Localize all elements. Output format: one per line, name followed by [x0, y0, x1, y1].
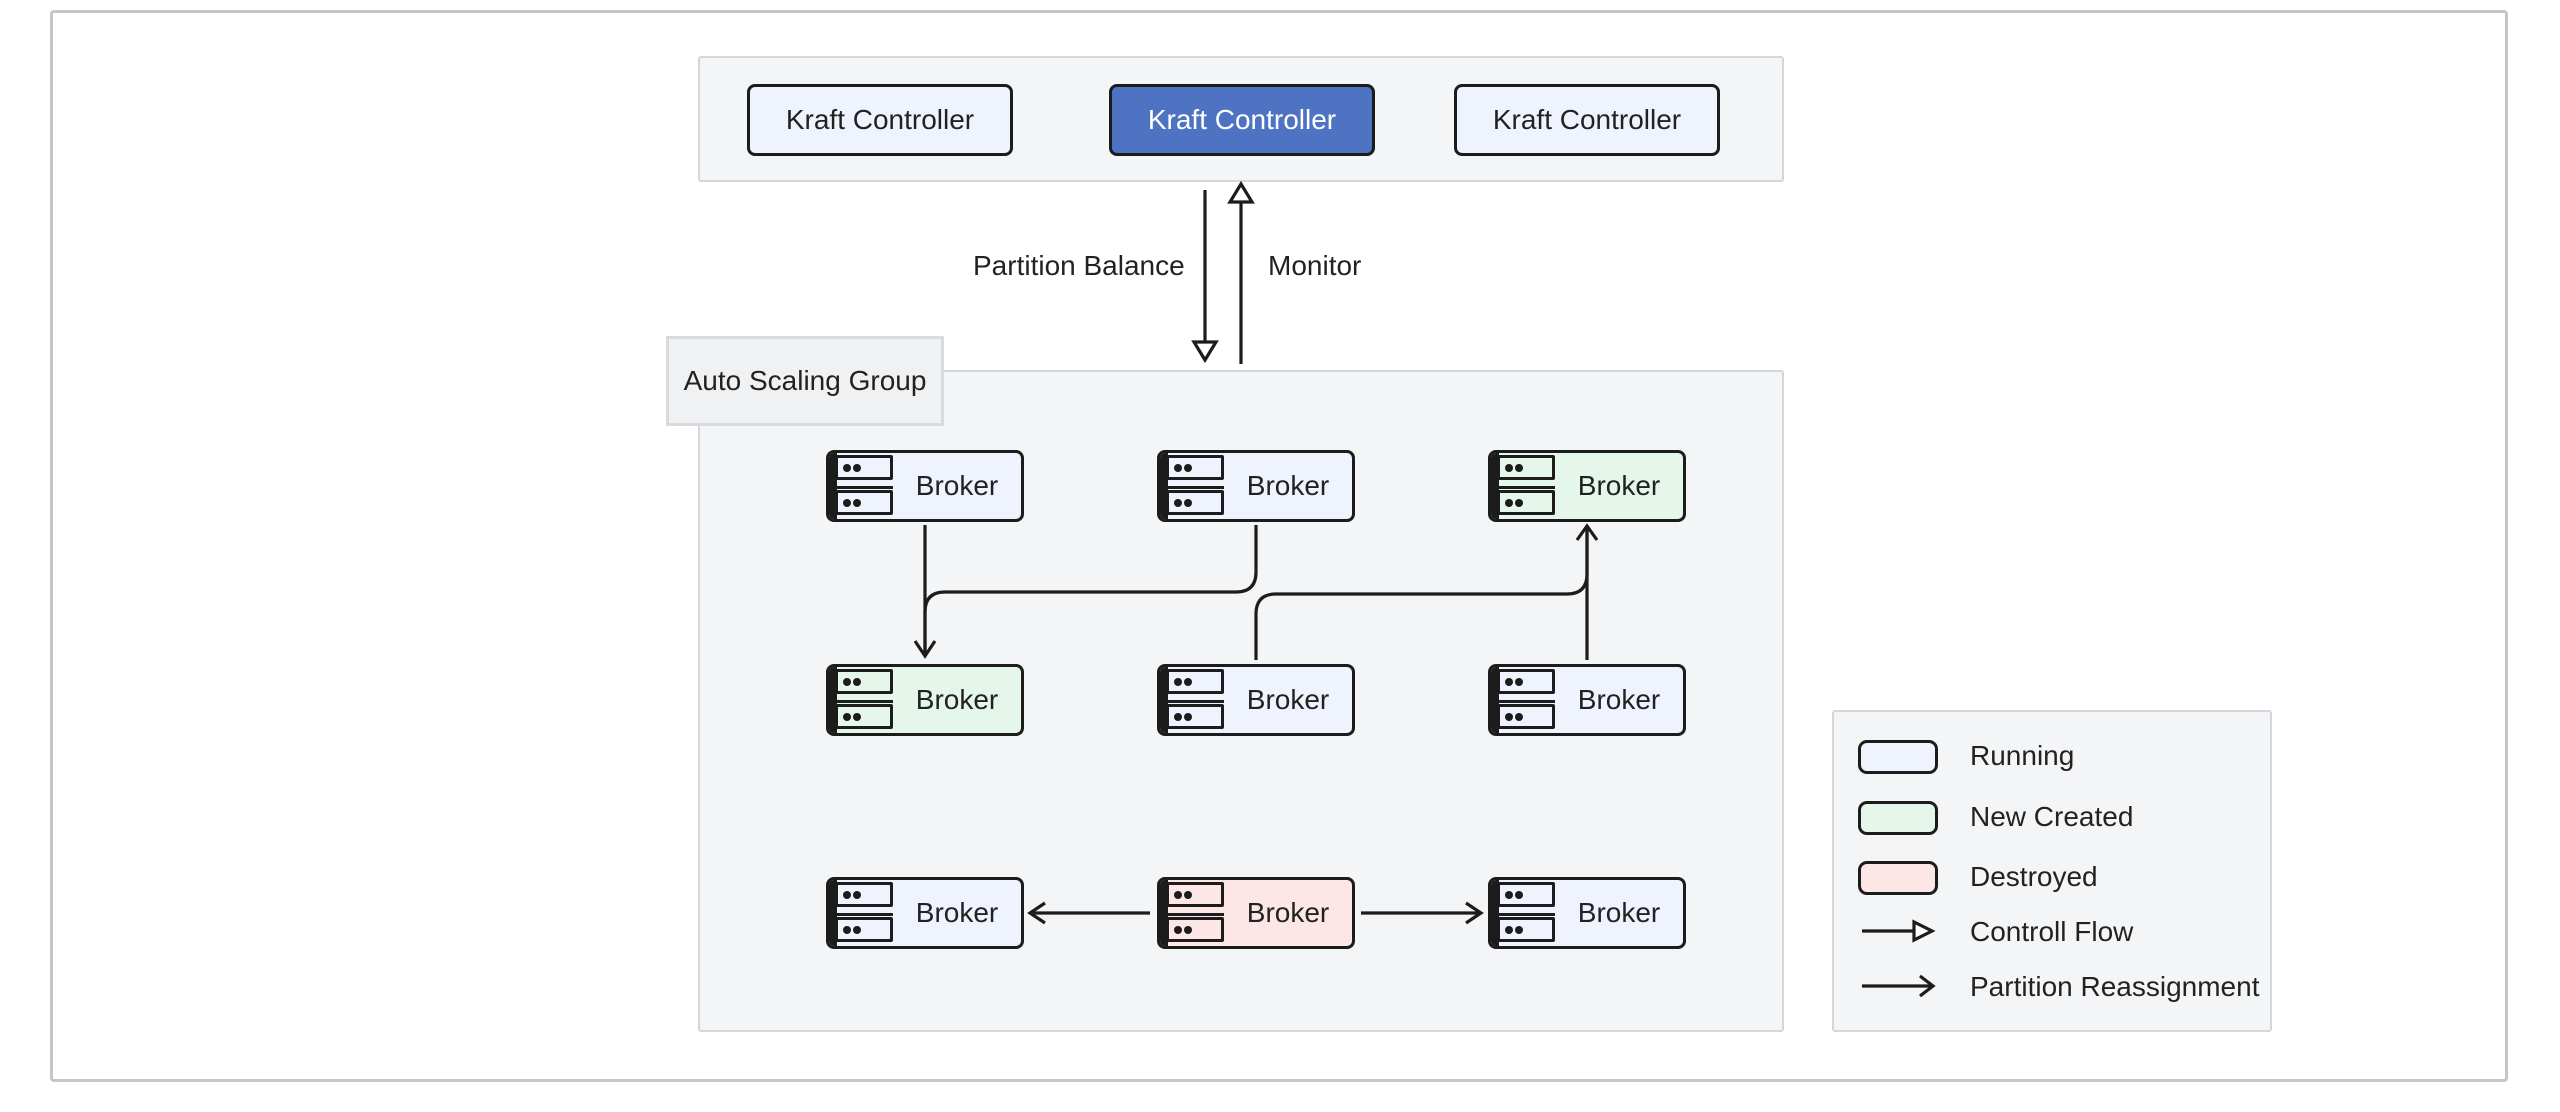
legend: Running New Created Destroyed Controll F…: [1832, 710, 2272, 1032]
legend-new-label: New Created: [1970, 801, 2134, 832]
legend-running-swatch: [1858, 740, 1938, 774]
reassign-new-top-arrowhead: [1575, 523, 1599, 541]
legend-reassignment-label: Partition Reassignment: [1970, 971, 2260, 1002]
broker-running-1: Broker: [826, 450, 1024, 522]
reassign-b5-to-new: [1254, 528, 1589, 660]
legend-reassignment-icon: [1862, 974, 1936, 998]
broker-label: Broker: [1246, 897, 1330, 928]
broker-new-2: Broker: [826, 664, 1024, 736]
broker-label: Broker: [915, 684, 999, 715]
broker-label: Broker: [915, 897, 999, 928]
broker-label: Broker: [1577, 897, 1661, 928]
legend-control-flow-label: Controll Flow: [1970, 916, 2134, 947]
kraft-controller-1: Kraft Controller: [747, 84, 1013, 156]
broker-running-5: Broker: [826, 877, 1024, 949]
broker-new-1: Broker: [1488, 450, 1686, 522]
legend-running-label: Running: [1970, 740, 2075, 771]
broker-running-4: Broker: [1488, 664, 1686, 736]
reassign-left-arrowhead: [1027, 901, 1046, 925]
broker-label: Broker: [1246, 684, 1330, 715]
partition-balance-arrowhead: [1191, 340, 1219, 364]
auto-scaling-group-title: Auto Scaling Group: [666, 336, 944, 426]
legend-control-flow-icon: [1862, 919, 1936, 943]
legend-destroyed-label: Destroyed: [1970, 861, 2098, 892]
reassign-right-arrowhead: [1465, 901, 1484, 925]
monitor-arrowhead: [1227, 180, 1255, 204]
reassign-b2-to-new: [923, 525, 1258, 655]
broker-label: Broker: [1577, 684, 1661, 715]
broker-running-6: Broker: [1488, 877, 1686, 949]
broker-destroyed: Broker: [1157, 877, 1355, 949]
legend-destroyed-swatch: [1858, 861, 1938, 895]
broker-running-3: Broker: [1157, 664, 1355, 736]
broker-label: Broker: [915, 470, 999, 501]
kraft-controller-3: Kraft Controller: [1454, 84, 1720, 156]
reassign-new-arrowhead: [913, 640, 937, 659]
legend-new-swatch: [1858, 801, 1938, 835]
kraft-controller-leader: Kraft Controller: [1109, 84, 1375, 156]
diagram-frame: [50, 10, 2508, 1082]
broker-label: Broker: [1577, 470, 1661, 501]
partition-balance-label: Partition Balance: [973, 250, 1185, 281]
broker-running-2: Broker: [1157, 450, 1355, 522]
monitor-label: Monitor: [1268, 250, 1362, 281]
broker-label: Broker: [1246, 470, 1330, 501]
